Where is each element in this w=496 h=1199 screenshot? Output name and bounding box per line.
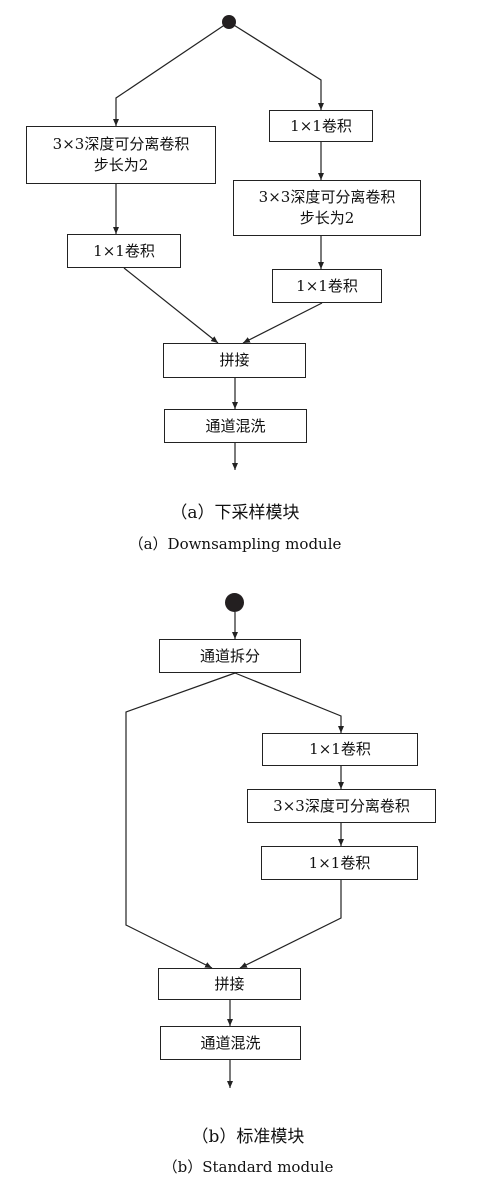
b-concat-node: 拼接: [158, 968, 301, 1000]
edge-a-input-to-right-conv: [228, 21, 324, 110]
b-right-dwconv-node: 3×3深度可分离卷积: [247, 789, 436, 823]
a-right-pwconv-bottom-node: 1×1卷积: [272, 269, 382, 303]
b-channel-shuffle-node: 通道混洗: [160, 1026, 301, 1060]
a-right-dwconv-stride2-node: 3×3深度可分离卷积 步长为2: [233, 180, 421, 236]
b-channel-shuffle-label: 通道混洗: [200, 1033, 261, 1052]
caption-a-en: （a）Downsampling module: [128, 535, 342, 553]
a-right-pwconv-top-node: 1×1卷积: [269, 110, 373, 142]
caption-b-en: （b）Standard module: [162, 1158, 334, 1176]
a-concat-label: 拼接: [219, 351, 250, 369]
a-left-dwconv-label: 3×3深度可分离卷积: [52, 135, 190, 153]
edge-b-split-to-identity: [125, 672, 236, 969]
a-right-pwconv-bottom-label: 1×1卷积: [296, 276, 358, 295]
b-right-pwconv-bottom-label: 1×1卷积: [308, 853, 371, 872]
input-node-a: [222, 15, 236, 29]
a-right-stride-label: 步长为2: [299, 209, 355, 227]
b-right-pwconv-top-label: 1×1卷积: [309, 740, 371, 758]
edge-a-left-conv-to-concat: [123, 267, 219, 344]
b-channel-split-label: 通道拆分: [199, 646, 260, 665]
edge-a-right-conv-to-concat: [242, 302, 323, 344]
a-left-dwconv-stride2-node: 3×3深度可分离卷积 步长为2: [26, 126, 216, 184]
a-channel-shuffle-label: 通道混洗: [205, 416, 266, 435]
a-channel-shuffle-node: 通道混洗: [164, 409, 307, 443]
a-concat-node: 拼接: [163, 343, 306, 378]
input-node-b: [225, 593, 244, 612]
b-concat-label: 拼接: [214, 974, 245, 993]
caption-a-zh: （a）下采样模块: [170, 503, 300, 523]
a-right-pwconv-top-label: 1×1卷积: [290, 116, 352, 135]
a-left-stride-label: 步长为2: [93, 156, 149, 174]
b-right-pwconv-top-node: 1×1卷积: [262, 733, 418, 766]
b-right-pwconv-bottom-node: 1×1卷积: [261, 846, 418, 880]
a-left-pwconv-label: 1×1卷积: [93, 241, 155, 260]
a-left-pwconv-node: 1×1卷积: [67, 234, 181, 268]
edge-b-split-to-conv: [234, 672, 344, 733]
a-right-dwconv-label: 3×3深度可分离卷积: [258, 188, 396, 206]
edge-b-conv-to-concat: [239, 880, 342, 969]
b-right-dwconv-label: 3×3深度可分离卷积: [273, 796, 410, 815]
edge-a-input-to-left-dwconv: [113, 21, 230, 126]
b-channel-split-node: 通道拆分: [159, 639, 301, 673]
caption-b-zh: （b）标准模块: [191, 1127, 305, 1147]
